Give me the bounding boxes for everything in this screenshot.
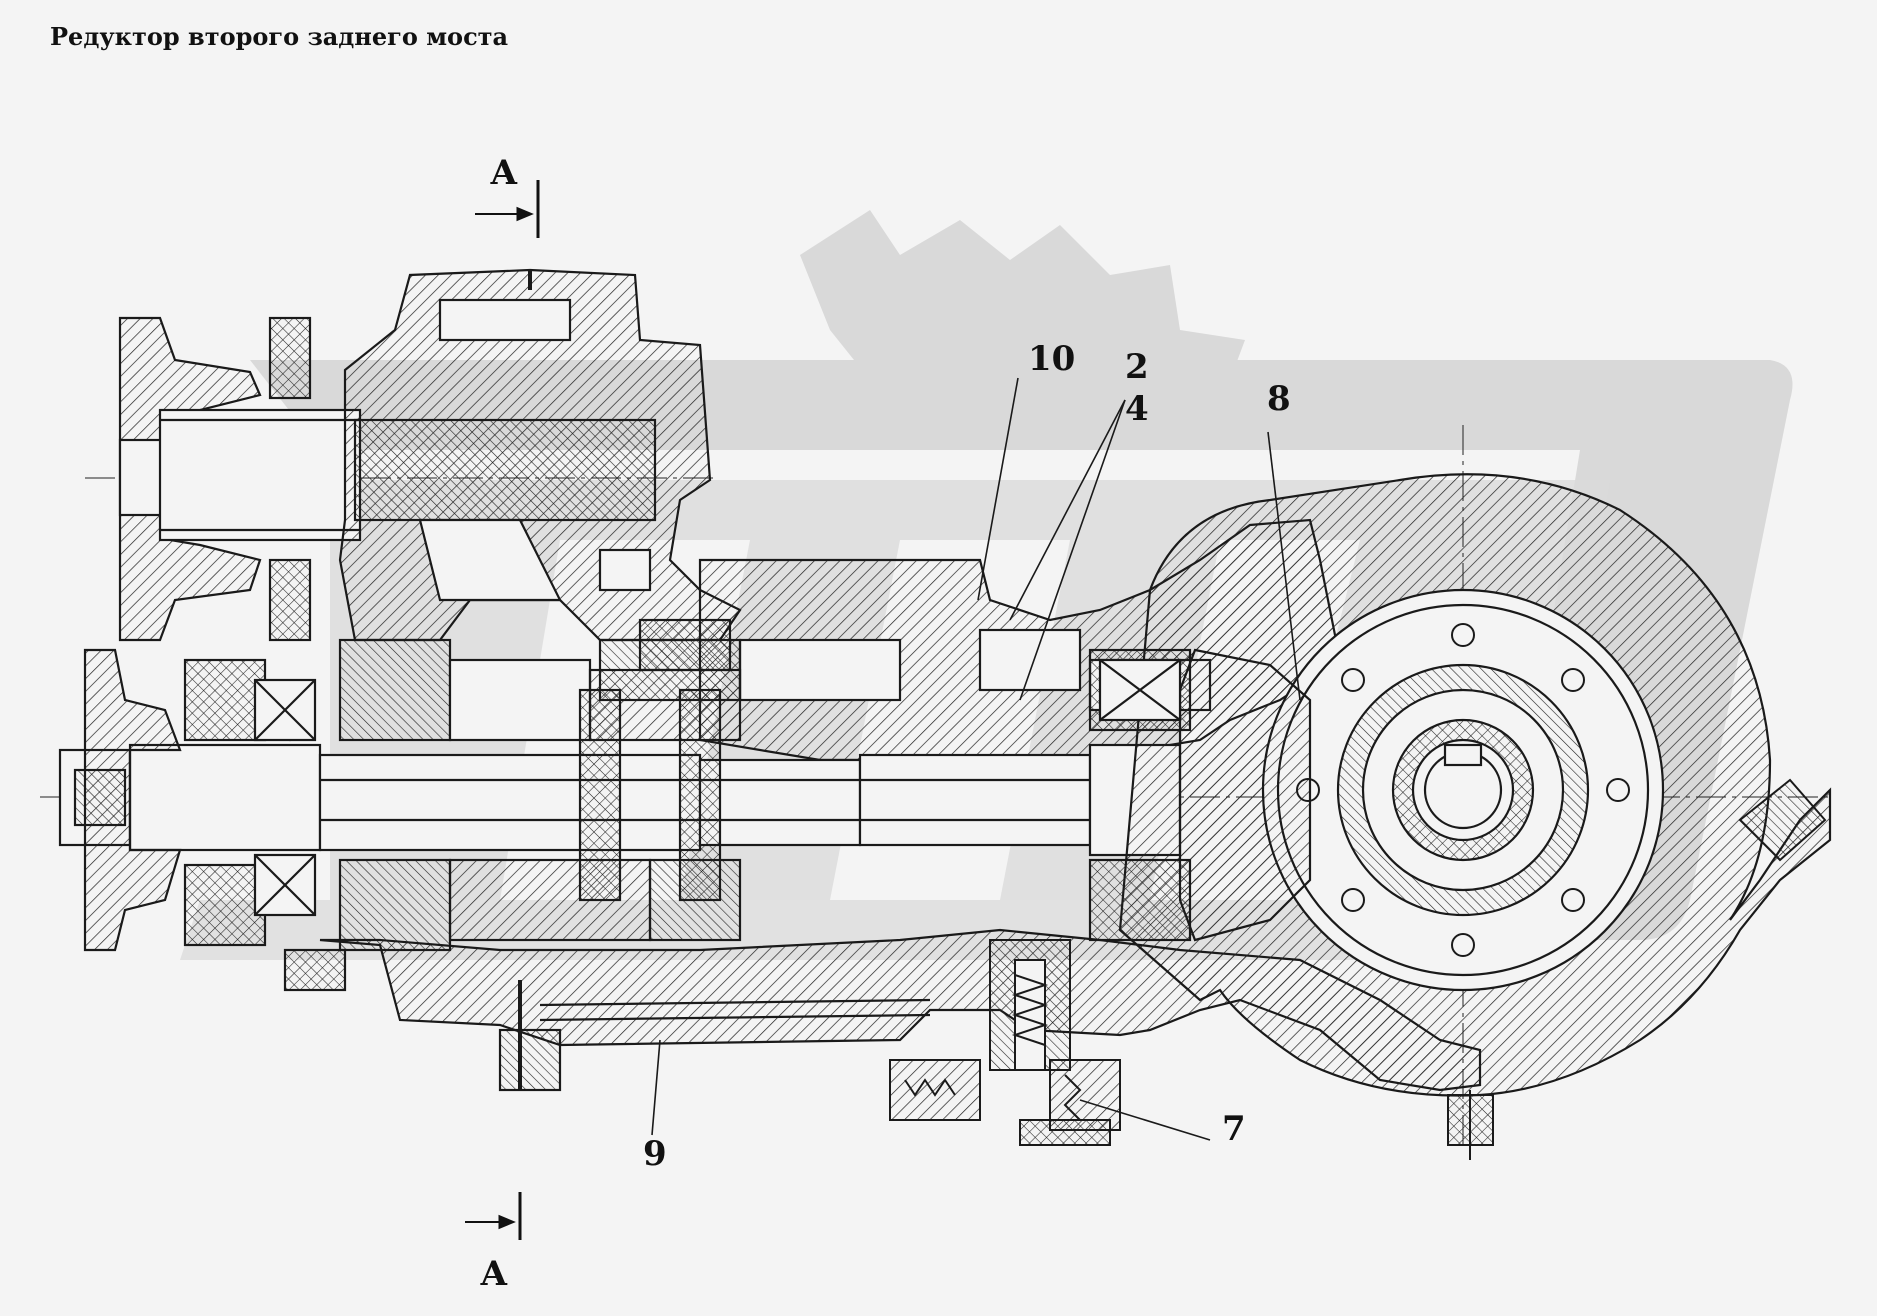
interaxle-differential [338, 618, 742, 952]
callout-4: 4 [1125, 389, 1149, 429]
callout-8: 8 [1267, 379, 1291, 419]
section-label-bottom: А [480, 1254, 508, 1294]
upper-housing [338, 268, 742, 642]
callout-2: 2 [1125, 347, 1149, 387]
section-label-top: А [490, 153, 518, 193]
callout-10: 10 [1028, 339, 1075, 379]
breather-plug [1738, 778, 1827, 862]
section-mark-top [475, 180, 540, 238]
callout-leaders [651, 377, 1301, 1141]
drain-plug [1447, 1090, 1494, 1160]
page-title: Редуктор второго заднего моста [50, 22, 509, 51]
input-flange-upper [118, 316, 362, 642]
relief-valve [889, 939, 1121, 1146]
drive-pinion [1088, 648, 1312, 942]
callout-9: 9 [643, 1134, 667, 1174]
input-flange-lower [83, 648, 317, 952]
callout-7: 7 [1222, 1109, 1246, 1149]
bevel-gear-housing [1118, 473, 1832, 1097]
section-mark-bottom [465, 1192, 522, 1240]
